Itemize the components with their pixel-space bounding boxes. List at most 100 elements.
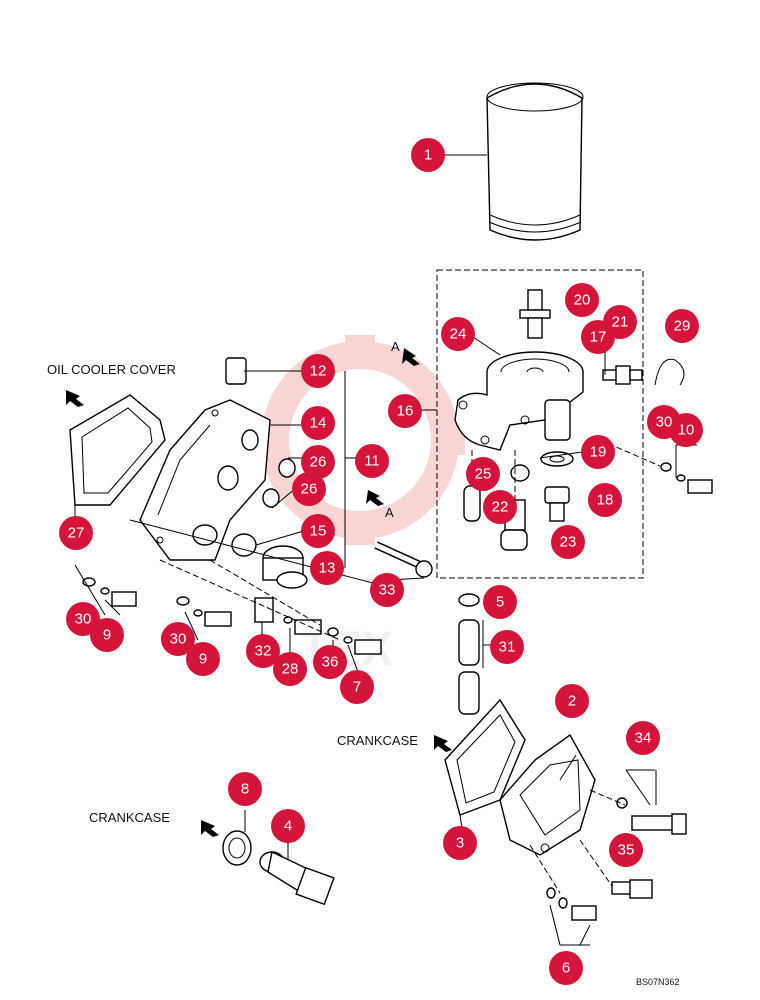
callout-27: 27 <box>59 516 93 550</box>
fitting-20 <box>519 289 551 339</box>
callout-number: 17 <box>590 329 607 346</box>
callout-number: 31 <box>499 639 516 656</box>
callout-number: 23 <box>560 534 577 551</box>
callout-number: 26 <box>310 454 327 471</box>
callout-13: 13 <box>310 551 344 585</box>
callout-number: 3 <box>456 835 464 852</box>
callout-number: 8 <box>241 781 249 798</box>
callout-circle <box>490 630 524 664</box>
callout-30: 30 <box>161 622 195 656</box>
callout-circle <box>355 444 389 478</box>
clip-29 <box>654 358 685 386</box>
bolt-10 <box>660 462 713 494</box>
callout-6: 6 <box>549 951 583 985</box>
callout-11: 11 <box>355 444 389 478</box>
leader-lines <box>74 341 697 946</box>
callout-number: 7 <box>353 679 361 696</box>
bolt-33 <box>374 541 433 578</box>
diagram-code: BS07N362 <box>636 977 680 987</box>
callout-circle <box>301 514 335 548</box>
callout-5: 5 <box>483 585 517 619</box>
bolt-6 <box>546 887 597 921</box>
callout-circle <box>441 317 475 351</box>
o-ring-26a <box>278 458 296 478</box>
callout-35: 35 <box>609 833 643 867</box>
callout-number: 4 <box>284 818 292 835</box>
callout-34: 34 <box>626 721 660 755</box>
sensor-4 <box>259 850 335 906</box>
callout-circle <box>483 490 517 524</box>
callout-number: 28 <box>282 661 299 678</box>
callout-23: 23 <box>551 525 585 559</box>
crankcase-label-bottom: CRANKCASE <box>89 810 170 825</box>
callout-number: 2 <box>568 693 576 710</box>
callout-number: 30 <box>170 631 187 648</box>
callout-number: 35 <box>618 842 635 859</box>
callout-circle <box>161 622 195 656</box>
callout-number: 20 <box>574 292 591 309</box>
pipe-31 <box>458 593 480 715</box>
gasket-3 <box>444 698 526 816</box>
callout-33: 33 <box>370 573 404 607</box>
watermark-gear-icon: TEX <box>255 335 465 676</box>
oil-cooler-cover-label: OIL COOLER COVER <box>47 362 176 377</box>
thermostat-13 <box>262 545 308 589</box>
oil-cooler-cover <box>139 399 271 561</box>
callout-circle <box>565 283 599 317</box>
callout-24: 24 <box>441 317 475 351</box>
callout-number: 13 <box>319 560 336 577</box>
callout-number: 36 <box>322 654 339 671</box>
callout-25: 25 <box>466 457 500 491</box>
washer-8 <box>222 830 252 866</box>
callout-circle <box>370 573 404 607</box>
callout-16: 16 <box>388 394 422 428</box>
callout-circle <box>549 951 583 985</box>
callout-number: 10 <box>678 422 695 439</box>
callout-number: 25 <box>475 466 492 483</box>
bolt-35 <box>611 879 653 899</box>
callout-8: 8 <box>228 772 262 806</box>
callout-number: 29 <box>674 318 691 335</box>
callout-number: 6 <box>562 960 570 977</box>
callout-4: 4 <box>271 809 305 843</box>
callout-circle <box>59 516 93 550</box>
callout-number: 18 <box>597 492 614 509</box>
oil-filter-cartridge <box>440 82 584 241</box>
callout-circle <box>273 652 307 686</box>
callout-number: 30 <box>656 414 673 431</box>
callout-circle <box>301 445 335 479</box>
callout-9: 9 <box>90 618 124 652</box>
callout-circle <box>411 138 445 172</box>
callout-circle <box>246 634 280 668</box>
callout-26: 26 <box>301 445 335 479</box>
view-a-label-top: A <box>391 339 400 354</box>
callout-circle <box>551 525 585 559</box>
callout-circle <box>466 457 500 491</box>
callout-15: 15 <box>301 514 335 548</box>
callout-19: 19 <box>581 435 615 469</box>
callout-2: 2 <box>555 684 589 718</box>
callout-circle <box>588 483 622 517</box>
callout-12: 12 <box>301 354 335 388</box>
o-ring-26b <box>262 488 280 508</box>
callout-3: 3 <box>443 826 477 860</box>
callout-18: 18 <box>588 483 622 517</box>
callout-circle <box>626 721 660 755</box>
callout-circle <box>228 772 262 806</box>
callout-number: 21 <box>612 314 629 331</box>
callout-21: 21 <box>603 305 637 339</box>
callout-number: 15 <box>310 523 327 540</box>
callout-20: 20 <box>565 283 599 317</box>
filter-head <box>454 334 584 451</box>
callout-number: 9 <box>199 651 207 668</box>
callout-26: 26 <box>292 472 326 506</box>
callout-number: 11 <box>364 453 380 470</box>
callout-number: 19 <box>590 444 607 461</box>
callout-1: 1 <box>411 138 445 172</box>
callout-circle <box>310 551 344 585</box>
callout-number: 27 <box>68 525 85 542</box>
callout-number: 30 <box>75 611 92 628</box>
view-arrow-icon <box>66 348 452 837</box>
sensor-21 <box>602 365 643 385</box>
callout-22: 22 <box>483 490 517 524</box>
